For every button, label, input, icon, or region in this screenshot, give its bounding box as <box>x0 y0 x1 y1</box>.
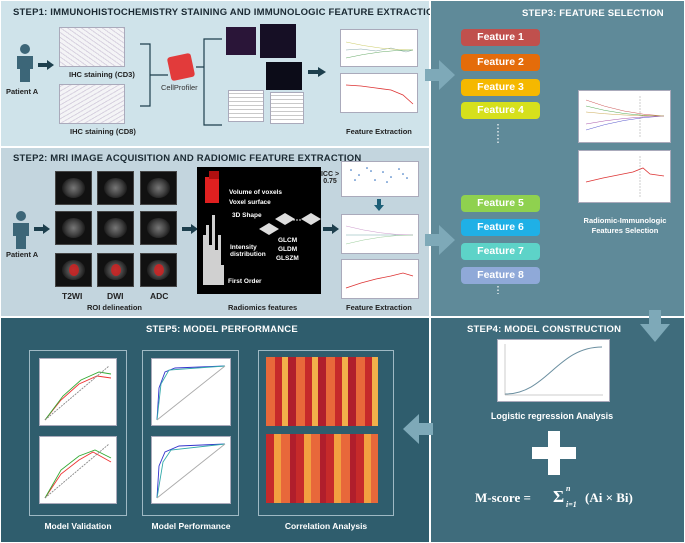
feature-table-image-2 <box>270 92 304 124</box>
radiomics-graphics <box>203 171 321 285</box>
arrow-right-icon <box>34 224 50 234</box>
arrow-right-icon <box>323 224 339 234</box>
radiomics-label: Radiomics features <box>228 303 298 312</box>
mri-t2wi-2 <box>55 211 92 245</box>
mri-dwi-1 <box>97 171 134 205</box>
mri-adc-2 <box>140 211 177 245</box>
arrow-down-icon <box>640 310 670 342</box>
step5-panel: STEP5: MODEL PERFORMANCE <box>0 317 430 543</box>
step3-title: STEP3: FEATURE SELECTION <box>522 8 664 19</box>
arrow-down-icon <box>374 199 384 211</box>
roi-label: ROI delineation <box>87 303 143 312</box>
cellprofiler-label: CellProfiler <box>161 83 198 92</box>
feature-6-badge: Feature 6 <box>461 219 540 236</box>
formula-sum-icon: Σ <box>553 487 565 506</box>
first-order-label: First Order <box>228 278 262 285</box>
icc-label: ICC > 0.75 <box>320 171 340 185</box>
arrow-right-icon <box>425 225 455 255</box>
glcm-label: GLCM <box>278 237 298 244</box>
formula-sub: i=1 <box>566 500 577 509</box>
step5-plot-lines <box>44 365 226 499</box>
extraction-plot-4 <box>341 259 419 299</box>
volume-label: Volume of voxels <box>229 189 282 196</box>
heatmap-1 <box>266 357 378 426</box>
step2-extraction-label: Feature Extraction <box>346 303 412 312</box>
ihc-cd3-image <box>59 27 125 67</box>
patient-icon <box>17 44 33 82</box>
feature-2-badge: Feature 2 <box>461 54 540 71</box>
arrow-right-icon <box>308 67 326 77</box>
ihc-cd8-image <box>59 84 125 124</box>
segmentation-image-1 <box>226 27 256 55</box>
mri-t2wi-roi <box>55 253 92 287</box>
glszm-label: GLSZM <box>276 255 299 262</box>
feature-3-badge: Feature 3 <box>461 79 540 96</box>
intensity-label: Intensity distribution <box>230 244 266 258</box>
feature-1-badge: Feature 1 <box>461 29 540 46</box>
performance-label: Model Performance <box>151 521 231 531</box>
arrow-right-icon <box>38 60 54 70</box>
logistic-curve-plot <box>497 339 610 402</box>
segmentation-image-3 <box>266 62 302 90</box>
arrow-right-icon <box>425 60 455 90</box>
arrow-left-icon <box>403 414 433 444</box>
feature-5-badge: Feature 5 <box>461 195 540 212</box>
feature-4-badge: Feature 4 <box>461 102 540 119</box>
dotted-separators <box>497 124 499 294</box>
plus-icon <box>532 431 576 475</box>
lasso-cv-plot <box>578 150 671 203</box>
validation-label: Model Validation <box>44 521 112 531</box>
extraction-plot-3 <box>341 214 419 254</box>
arrow-right-icon <box>182 224 198 234</box>
heatmap-2 <box>266 434 378 503</box>
plot-lines <box>345 41 414 289</box>
surface-label: Voxel surface <box>229 199 271 206</box>
segmentation-image-2 <box>260 24 296 58</box>
formula-rhs: (Ai × Bi) <box>585 490 633 505</box>
mri-adc-1 <box>140 171 177 205</box>
mri-t2wi-1 <box>55 171 92 205</box>
mri-dwi-2 <box>97 211 134 245</box>
step1-patient-label: Patient A <box>6 87 39 96</box>
gldm-label: GLDM <box>278 246 298 253</box>
formula-sup: n <box>566 484 571 493</box>
performance-frame <box>142 350 239 516</box>
t2wi-label: T2WI <box>62 291 83 301</box>
feature-7-badge: Feature 7 <box>461 243 540 260</box>
step5-title: STEP5: MODEL PERFORMANCE <box>146 324 298 335</box>
dwi-label: DWI <box>107 291 124 301</box>
validation-frame <box>29 350 127 516</box>
logistic-label: Logistic regression Analysis <box>490 411 614 421</box>
feature-table-image <box>228 90 264 122</box>
feature-selection-label: Radiomic-Immunologic Features Selection <box>583 216 667 235</box>
ihc-cd3-label: IHC staining (CD3) <box>69 70 135 79</box>
ihc-cd8-label: IHC staining (CD8) <box>70 127 136 136</box>
correlation-frame <box>258 350 394 516</box>
bracket-connector <box>140 43 168 107</box>
formula-lhs: M-score = <box>475 490 531 505</box>
cellprofiler-logo <box>166 52 196 82</box>
icc-scatter-plot <box>341 161 419 197</box>
split-connector <box>196 38 222 126</box>
roi-marks <box>69 264 164 276</box>
shape-label: 3D Shape <box>232 212 262 219</box>
step2-title: STEP2: MRI IMAGE ACQUISITION AND RADIOMI… <box>13 153 362 164</box>
logistic-curve <box>504 344 603 396</box>
step4-title: STEP4: MODEL CONSTRUCTION <box>467 324 622 335</box>
step1-extraction-label: Feature Extraction <box>346 127 412 136</box>
lasso-plot-lines <box>585 96 665 198</box>
feature-8-badge: Feature 8 <box>461 267 540 284</box>
adc-label: ADC <box>150 291 169 301</box>
step2-patient-label: Patient A <box>6 250 39 259</box>
patient-icon <box>13 211 29 249</box>
extraction-plot-2 <box>340 73 418 113</box>
m-score-formula: M-score = Σ n i=1 (Ai × Bi) <box>475 484 665 512</box>
step1-title: STEP1: IMMUNOHISTOCHEMISTRY STAINING AND… <box>13 7 441 18</box>
correlation-label: Correlation Analysis <box>284 521 368 531</box>
